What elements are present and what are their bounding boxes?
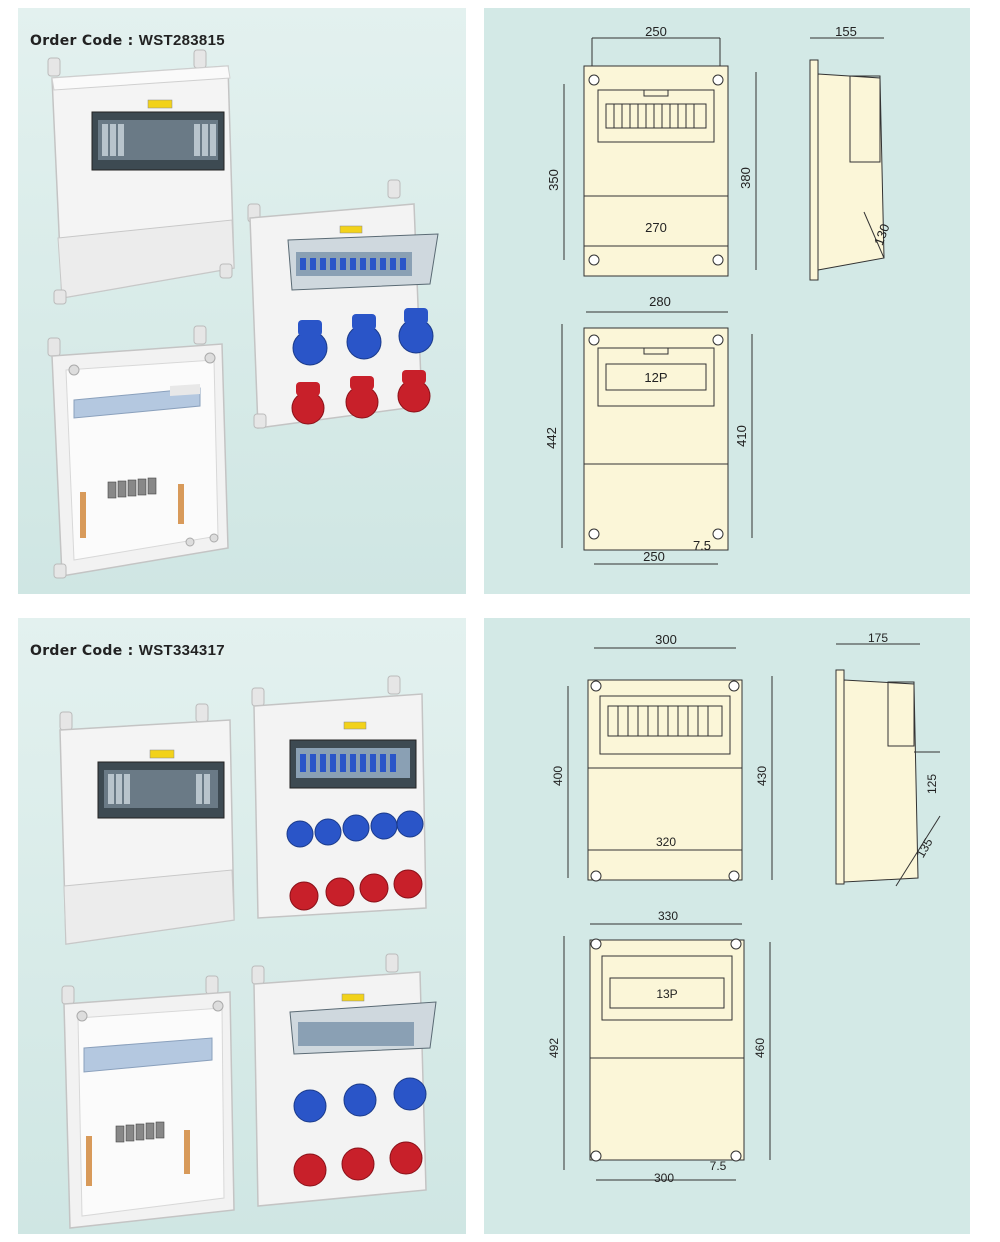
dim-height-inner-large: 460	[753, 1038, 767, 1058]
product-photos-1	[47, 49, 439, 579]
dim-top-width-large: 280	[649, 294, 671, 309]
dim-cover-depth-a: 125	[925, 774, 939, 794]
drawing-panel-2: 300 400 430 320 175 125 135	[484, 618, 970, 1234]
dim-height-inner-large: 410	[734, 425, 749, 447]
dim-height-inner: 400	[551, 766, 565, 786]
dim-top-width: 300	[655, 632, 677, 647]
dim-offset: 7.5	[693, 538, 711, 553]
dim-height-outer-large: 492	[547, 1038, 561, 1058]
enclosure-sockets-photo-2	[251, 953, 437, 1207]
front-view-small: 250 350 380 270	[546, 24, 757, 277]
product-photo-panel-2: Order Code : WST334317	[18, 618, 466, 1234]
breaker-label: 12P	[644, 370, 667, 385]
blue-socket-row	[286, 810, 424, 848]
blue-socket-row	[292, 308, 434, 366]
enclosure-sockets-photo	[247, 179, 439, 429]
dim-depth: 175	[868, 631, 888, 645]
product-photos-2	[59, 675, 437, 1229]
front-view-large: 330 13P 492 460 300 7.5	[547, 909, 771, 1185]
order-code-label: Order Code :	[30, 643, 134, 659]
enclosure-open-photo	[61, 975, 235, 1229]
dim-cover-depth: 130	[871, 222, 893, 248]
product-photo-panel-1: Order Code : WST283815	[18, 8, 466, 594]
order-code-1: Order Code : WST283815	[30, 32, 225, 49]
dim-bottom-width: 270	[645, 220, 667, 235]
front-view-small: 300 400 430 320	[551, 632, 773, 882]
enclosure-closed-photo	[47, 49, 235, 305]
dim-depth: 155	[835, 24, 857, 39]
order-code-2: Order Code : WST334317	[30, 642, 225, 659]
dim-top-width-large: 330	[658, 909, 678, 923]
enclosure-sockets-photo	[251, 675, 427, 919]
order-code-label: Order Code :	[30, 33, 134, 49]
technical-drawings-2: 300 400 430 320 175 125 135	[547, 631, 941, 1185]
side-view-small: 155 130	[809, 24, 893, 281]
dim-height-outer: 430	[755, 766, 769, 786]
front-view-large: 280 12P 442 410 250 7.5	[544, 294, 753, 565]
enclosure-open-photo	[47, 325, 229, 579]
side-view-small: 175 125 135	[835, 631, 941, 887]
enclosure-closed-photo	[59, 703, 235, 945]
dim-offset: 7.5	[710, 1159, 727, 1173]
dim-height-inner: 350	[546, 169, 561, 191]
order-code-value: WST283815	[138, 32, 225, 49]
drawing-panel-1: 250 350 380 270 155 130	[484, 8, 970, 594]
dim-bottom-width-large: 300	[654, 1171, 674, 1185]
red-socket-row	[289, 869, 423, 911]
dim-bottom-width-large: 250	[643, 549, 665, 564]
dim-top-width: 250	[645, 24, 667, 39]
dim-height-outer: 380	[738, 167, 753, 189]
dim-height-outer-large: 442	[544, 427, 559, 449]
red-socket-row	[291, 370, 431, 425]
dim-bottom-width: 320	[656, 835, 676, 849]
order-code-value: WST334317	[138, 642, 225, 659]
breaker-label: 13P	[656, 987, 677, 1001]
technical-drawings-1: 250 350 380 270 155 130	[544, 24, 893, 565]
